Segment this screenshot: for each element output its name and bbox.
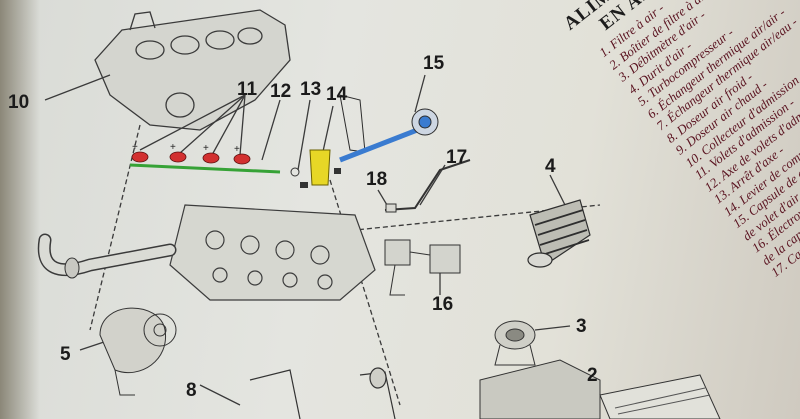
air-hose bbox=[527, 199, 591, 268]
callout-3: 3 bbox=[576, 316, 587, 337]
callout-18: 18 bbox=[366, 169, 388, 190]
actuator-capsule bbox=[339, 94, 439, 163]
callout-14: 14 bbox=[326, 84, 348, 105]
callout-10: 10 bbox=[8, 92, 30, 113]
page-edge-shadow bbox=[0, 0, 40, 419]
cylinder-head bbox=[169, 204, 376, 301]
callout-4: 4 bbox=[545, 156, 556, 177]
parts-legend: ALIMENTATION EN AIR 1. Filtre à air - 2.… bbox=[560, 0, 800, 280]
callout-11: 11 bbox=[237, 79, 258, 100]
svg-text:+: + bbox=[203, 143, 209, 154]
svg-text:+: + bbox=[234, 144, 240, 155]
callout-13: 13 bbox=[300, 79, 322, 100]
intake-flaps bbox=[131, 151, 251, 165]
callout-2: 2 bbox=[587, 365, 598, 386]
vacuum-line bbox=[384, 159, 471, 211]
solenoid-valve bbox=[384, 239, 461, 296]
control-lever bbox=[290, 149, 341, 188]
callout-8: 8 bbox=[186, 380, 197, 401]
callout-16: 16 bbox=[432, 294, 454, 315]
turbocharger bbox=[99, 307, 177, 396]
flap-shaft bbox=[129, 163, 281, 174]
air-filter-housing bbox=[479, 359, 721, 419]
intake-manifold bbox=[94, 9, 291, 131]
callout-15: 15 bbox=[423, 53, 445, 74]
cold-air-doser bbox=[249, 367, 396, 419]
air-flow-meter bbox=[494, 320, 536, 366]
svg-text:+: + bbox=[170, 142, 176, 153]
callout-12: 12 bbox=[270, 81, 292, 102]
callout-5: 5 bbox=[60, 344, 71, 365]
callout-17: 17 bbox=[446, 147, 468, 168]
svg-text:+: + bbox=[132, 142, 138, 153]
